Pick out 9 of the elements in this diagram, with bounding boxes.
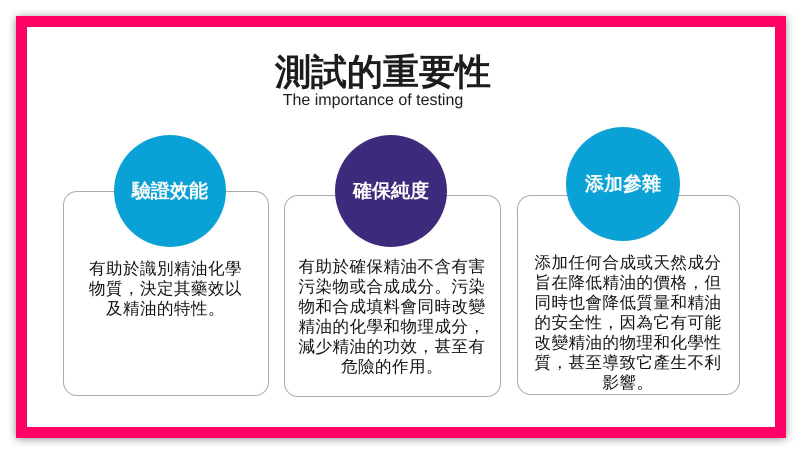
body-text: 有助於識別精油化學物質，決定其藥效以及精油的特性。 — [88, 259, 243, 319]
subtitle: The importance of testing — [282, 91, 464, 111]
title: 測試的重要性 — [275, 51, 491, 93]
heading-text: 添加參雜 — [585, 172, 661, 196]
heading-text: 確保純度 — [353, 179, 429, 203]
heading-text: 驗證效能 — [132, 179, 208, 203]
body-text: 添加任何合成或天然成分旨在降低精油的價格，但同時也會降低質量和精油的安全性，因為它有可能改變精油的物理和化學性質，甚至導致它產生不利影響。 — [533, 253, 722, 393]
body-text: 有助於確保精油不含有害污染物或合成成分。污染物和合成填料會同時改變精油的化學和物理成分，減少精油的功效，甚至有危險的作用。 — [297, 257, 486, 377]
info-card — [517, 195, 740, 395]
